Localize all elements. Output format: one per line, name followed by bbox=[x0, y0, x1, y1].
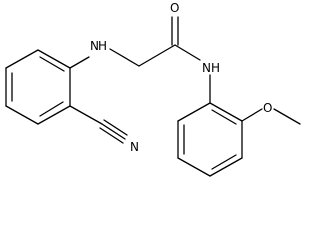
ring-double-bond bbox=[39, 101, 64, 117]
ring-bond bbox=[177, 157, 211, 177]
nitrile-n-label: N bbox=[130, 140, 139, 154]
methoxy-group: O bbox=[241, 101, 301, 125]
carbonyl-to-nh-bond bbox=[174, 44, 201, 61]
carbonyl-o-label: O bbox=[170, 1, 179, 15]
ch2-to-carbonyl-bond bbox=[138, 44, 176, 67]
nh-to-ch2-bond bbox=[109, 48, 140, 67]
amide-n-label: N bbox=[202, 61, 211, 75]
ring-bond bbox=[209, 102, 243, 122]
ring-to-nitrile-bond bbox=[69, 105, 103, 125]
amine-h-label: H bbox=[98, 39, 107, 53]
nitrile-triple-bond bbox=[103, 119, 128, 136]
molecule-diagram: N N H O N H O bbox=[5, 1, 301, 177]
ring-bond bbox=[37, 49, 71, 69]
nitrile-group: N bbox=[69, 105, 139, 154]
nitrile-triple-bond bbox=[99, 127, 124, 144]
methoxy-o-label: O bbox=[263, 101, 272, 115]
ring-to-nh-bond bbox=[69, 56, 90, 69]
ring-double-bond bbox=[39, 56, 65, 72]
acetamide-group: O N H bbox=[138, 1, 220, 104]
nitrile-triple-bond bbox=[101, 123, 126, 140]
ring-to-methoxy-bond bbox=[241, 108, 263, 122]
amide-h-label: H bbox=[211, 61, 220, 75]
ring-bond bbox=[37, 105, 71, 125]
ring-double-bond bbox=[211, 109, 237, 125]
ring-bond bbox=[177, 102, 211, 122]
ring-bond bbox=[5, 49, 39, 69]
ring-bond bbox=[209, 157, 243, 177]
methoxy-methyl-bond bbox=[273, 108, 301, 125]
ring-double-bond bbox=[211, 154, 237, 170]
cyanophenyl-ring bbox=[5, 49, 71, 125]
amine-n-label: N bbox=[90, 39, 99, 53]
amine-linker: N H bbox=[69, 39, 140, 69]
methoxyphenyl-ring bbox=[177, 102, 243, 177]
ring-bond bbox=[5, 105, 39, 125]
